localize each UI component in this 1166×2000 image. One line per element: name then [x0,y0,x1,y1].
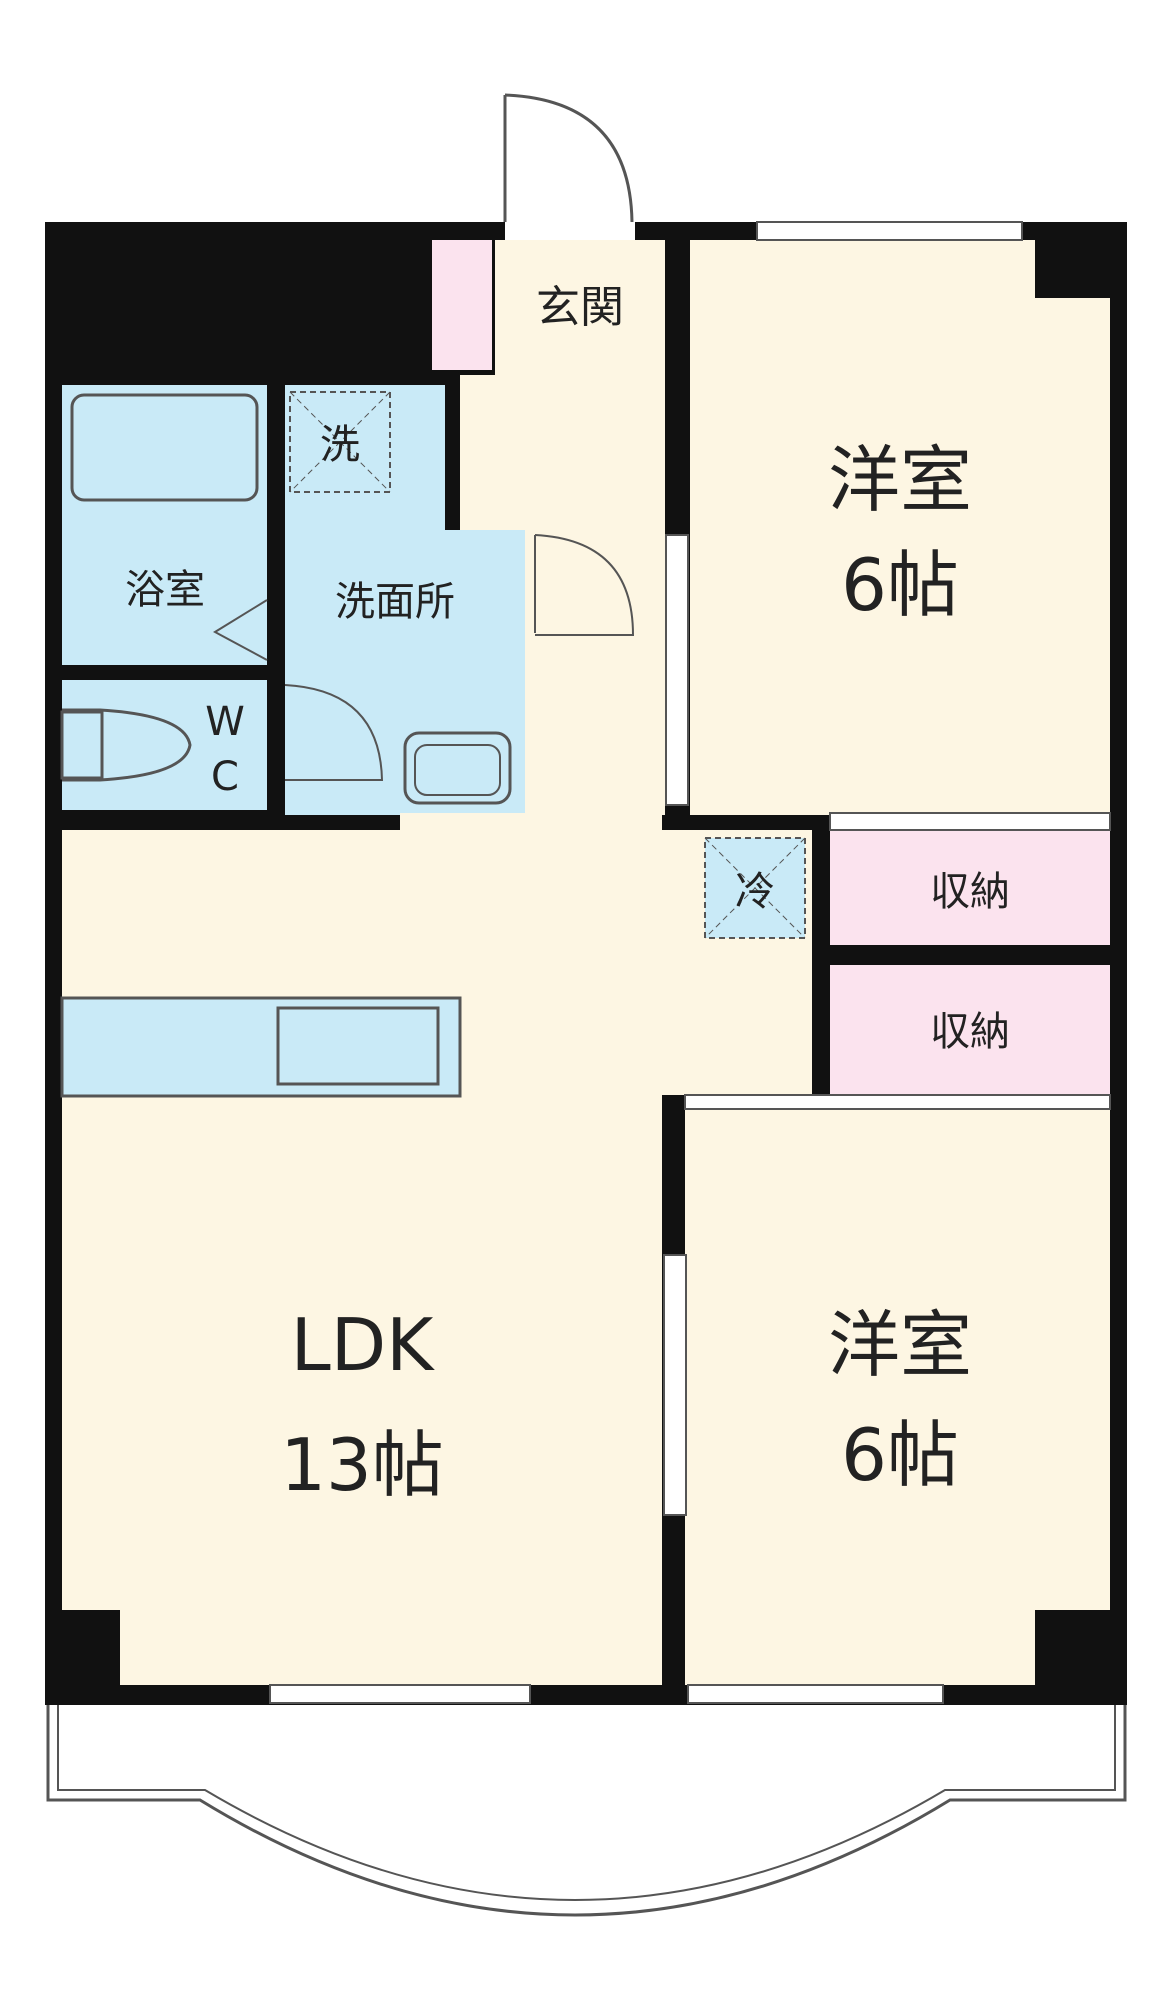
ldk-name: LDK [291,1303,436,1387]
kitchen-sink [276,1006,440,1086]
room-1-sliding-door [665,534,689,806]
balcony-outline [46,1705,1127,1917]
fridge-label: 冷 [735,869,775,915]
western-room-1-name: 洋室 [828,438,972,522]
laundry-space [289,391,391,493]
window-room-2-bottom [687,1684,944,1704]
storage-2-door [684,1094,1111,1110]
bathtub [70,393,259,502]
wc-floor [62,680,267,810]
pillar-top-right [1035,240,1110,298]
wc-door [284,684,384,781]
western-room-2-size: 6帖 [841,1413,959,1497]
storage-2-floor [830,965,1110,1095]
window-ldk-bottom [269,1684,531,1704]
room-2-sliding-door [663,1254,687,1516]
bath-door-triangle [212,599,268,661]
entrance-label: 玄関 [536,282,624,333]
entrance-door [503,93,634,223]
western-room-1-floor [690,240,1110,815]
laundry-label: 洗 [320,422,360,468]
storage-2-label: 収納 [930,1009,1010,1055]
washroom-label: 洗面所 [335,579,455,625]
storage-1-door [829,812,1111,831]
balcony-inner-outline [57,1705,1116,1901]
washbasin [403,731,512,805]
bath-label: 浴室 [125,567,205,613]
hallway-door [534,534,635,636]
pillar-bottom-left [62,1610,120,1685]
shoe-cabinet [432,240,492,370]
wc-label-c: C [211,754,239,800]
western-room-2-floor [685,1095,1110,1685]
wc-label-w: W [205,699,245,745]
washbasin-bowl [414,744,501,796]
western-room-1-size: 6帖 [841,543,959,627]
toilet-tank [60,710,104,780]
window-top [756,221,1023,241]
ldk-floor-lower [62,1095,662,1685]
laundry-cross-2 [289,391,391,493]
storage-1-label: 収納 [930,869,1010,915]
ldk-hall-opening [400,813,662,830]
fridge-cross-2 [704,837,806,939]
storage-1-floor [830,830,1110,945]
western-room-2-name: 洋室 [828,1303,972,1387]
entrance-door-opening [505,222,635,240]
toilet-icon [62,708,192,782]
pillar-bottom-right [1035,1610,1110,1685]
ldk-size: 13帖 [280,1423,444,1507]
entrance-floor [495,240,665,375]
